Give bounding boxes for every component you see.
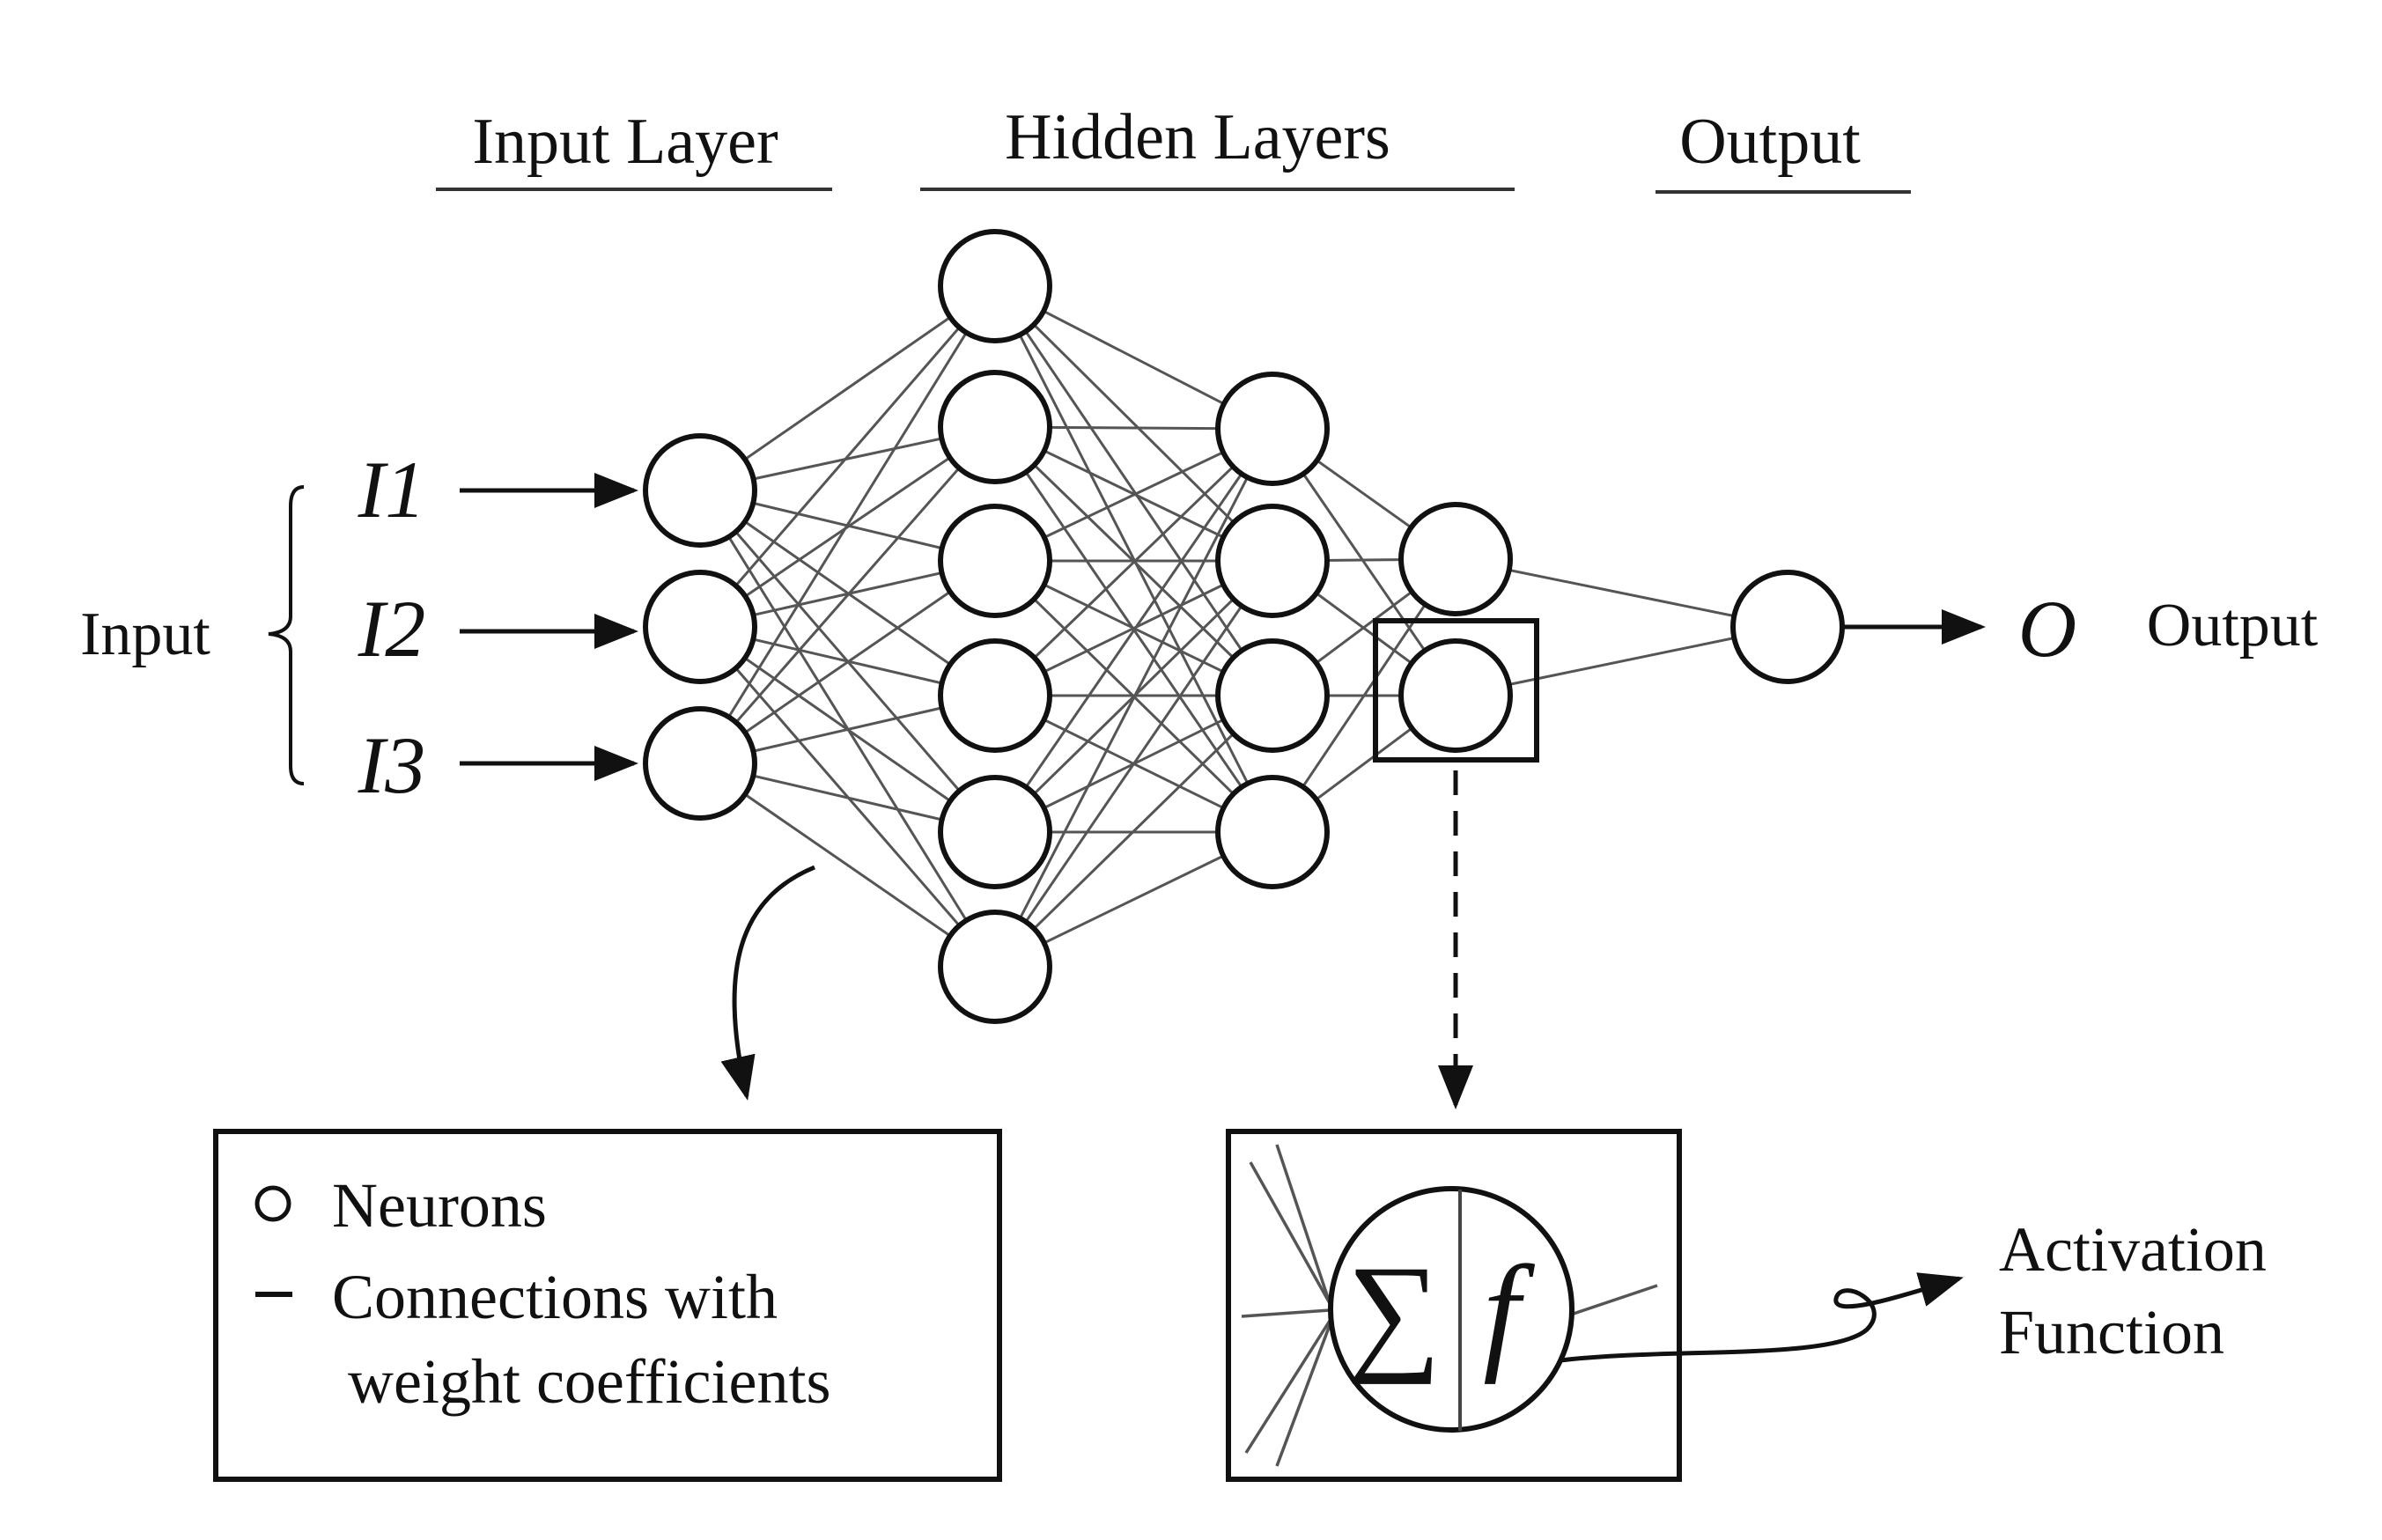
output-header: Output: [1679, 106, 1861, 178]
connection-hidden1-1-to-hidden2-2: [993, 284, 1274, 563]
connection-hidden1-6-to-hidden2-2: [993, 560, 1274, 968]
connection-hidden1-5-to-hidden2-1: [993, 428, 1274, 833]
neurons-group: [643, 229, 1845, 1024]
output-var-o: O: [2018, 584, 2076, 674]
legend-curved-arrow: [720, 865, 815, 1101]
hidden-layers-header: Hidden Layers: [1005, 101, 1390, 173]
connection-input-2-to-hidden1-1: [698, 285, 997, 628]
connection-input-3-to-hidden1-3: [699, 559, 996, 765]
detail-incoming-lines: [1241, 1144, 1658, 1467]
legend-connections-label-line1: Connections with: [332, 1262, 778, 1332]
neuron-hidden1-2: [938, 370, 1052, 484]
output-label: Output: [2147, 592, 2319, 659]
neuron-hidden2-3: [1215, 638, 1330, 753]
neuron-output-1: [1730, 570, 1845, 684]
input-bracket: [268, 485, 305, 785]
neuron-hidden2-4: [1215, 775, 1330, 889]
neuron-hidden1-3: [938, 504, 1052, 618]
neuron-input-3: [643, 706, 757, 821]
input-label: Input: [80, 601, 210, 668]
sum-symbol: ∑: [1347, 1239, 1442, 1385]
activation-label-line2: Function: [1999, 1297, 2224, 1367]
neuron-detail-circle: [1328, 1186, 1574, 1433]
connection-input-1-to-hidden1-1: [699, 284, 996, 492]
neuron-hidden3-2: [1398, 638, 1513, 753]
connection-input-3-to-hidden1-2: [698, 426, 997, 764]
neuron-hidden1-4: [938, 638, 1052, 753]
activation-label-line1: Activation: [1999, 1214, 2267, 1285]
connection-hidden1-6-to-hidden2-3: [993, 694, 1274, 969]
legend-connections-label-line2: weight coefficients: [348, 1346, 830, 1417]
neuron-input-1: [643, 433, 757, 548]
neuron-hidden1-6: [938, 910, 1052, 1024]
legend-neuron-icon: [254, 1185, 291, 1222]
connection-input-3-to-hidden1-1: [698, 285, 997, 764]
neuron-hidden2-2: [1215, 504, 1330, 618]
connection-hidden1-4-to-hidden2-1: [993, 427, 1274, 697]
selected-neuron-highlight: [1373, 618, 1539, 763]
connection-hidden1-6-to-hidden2-1: [993, 428, 1274, 968]
neuron-hidden2-1: [1215, 372, 1330, 486]
neuron-hidden1-1: [938, 229, 1052, 343]
legend-neurons-label: Neurons: [332, 1170, 547, 1241]
neuron-hidden1-5: [938, 775, 1052, 889]
input-var-i3: I3: [358, 720, 426, 810]
neuron-input-2: [643, 570, 757, 684]
legend-box: [213, 1129, 1002, 1482]
activation-pointer-arrow: [1560, 1272, 1964, 1363]
neuron-hidden3-1: [1398, 502, 1513, 616]
neuron-detail-box: [1226, 1129, 1682, 1482]
input-var-i2: I2: [358, 584, 426, 674]
input-var-i1: I1: [358, 445, 426, 534]
connection-input-3-to-hidden1-6: [699, 762, 996, 969]
input-layer-header: Input Layer: [472, 106, 778, 178]
